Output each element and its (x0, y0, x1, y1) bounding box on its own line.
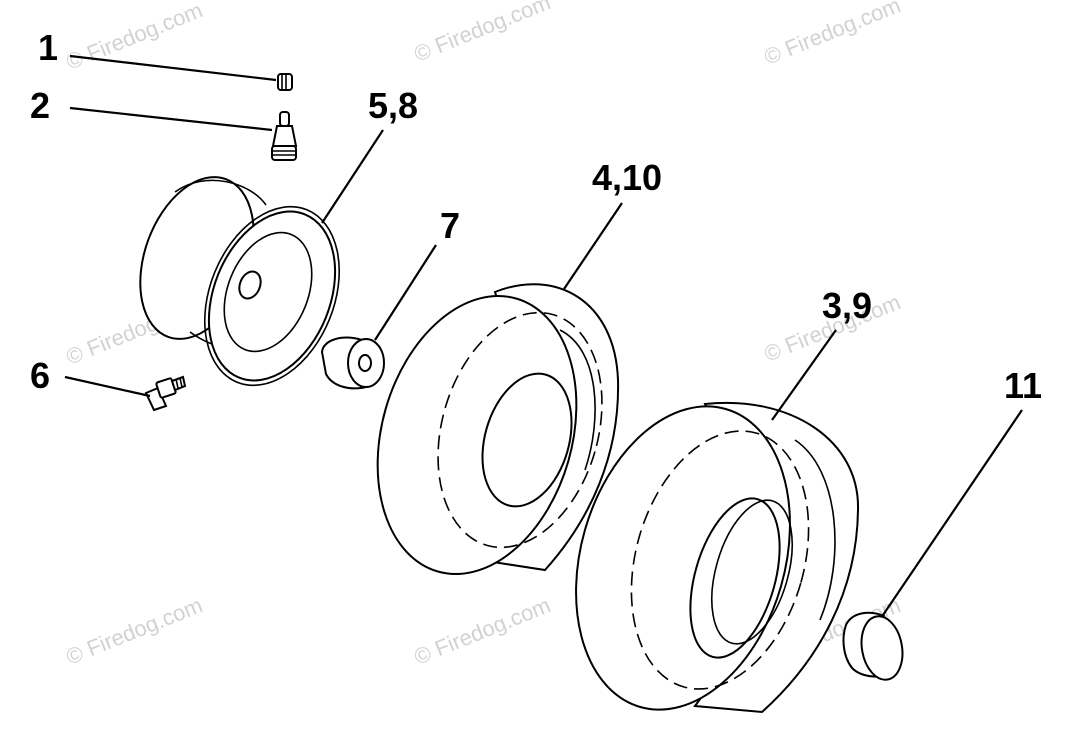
wheel-rim (139, 176, 341, 387)
callout-7: 7 (440, 205, 460, 246)
callout-2: 2 (30, 85, 50, 126)
leader-line-11 (882, 409, 1023, 616)
leader-line-5-8 (321, 129, 384, 224)
hub-cap (842, 611, 904, 681)
watermark: © Firedog.com (411, 0, 554, 67)
leader-line-7 (374, 244, 437, 341)
valve-stem (271, 111, 298, 161)
callout-1: 1 (38, 27, 58, 68)
grease-fitting (144, 375, 187, 412)
leader-line-3-9 (771, 329, 837, 421)
watermark: © Firedog.com (411, 592, 554, 669)
callout-6: 6 (30, 355, 50, 396)
callout-11: 11 (1004, 365, 1042, 406)
leader-line-2 (69, 106, 273, 132)
callout-4-10: 4,10 (592, 157, 662, 198)
leader-line-4-10 (563, 202, 623, 290)
leader-line-6 (64, 375, 151, 398)
watermark: © Firedog.com (761, 0, 904, 70)
leader-line-1 (69, 54, 277, 82)
bushing (320, 336, 385, 390)
callout-5-8: 5,8 (368, 85, 418, 126)
valve-cap (277, 73, 293, 91)
outer-tire (575, 401, 860, 714)
watermark: © Firedog.com (63, 592, 206, 669)
callout-3-9: 3,9 (822, 285, 872, 326)
inner-tire (376, 283, 620, 575)
